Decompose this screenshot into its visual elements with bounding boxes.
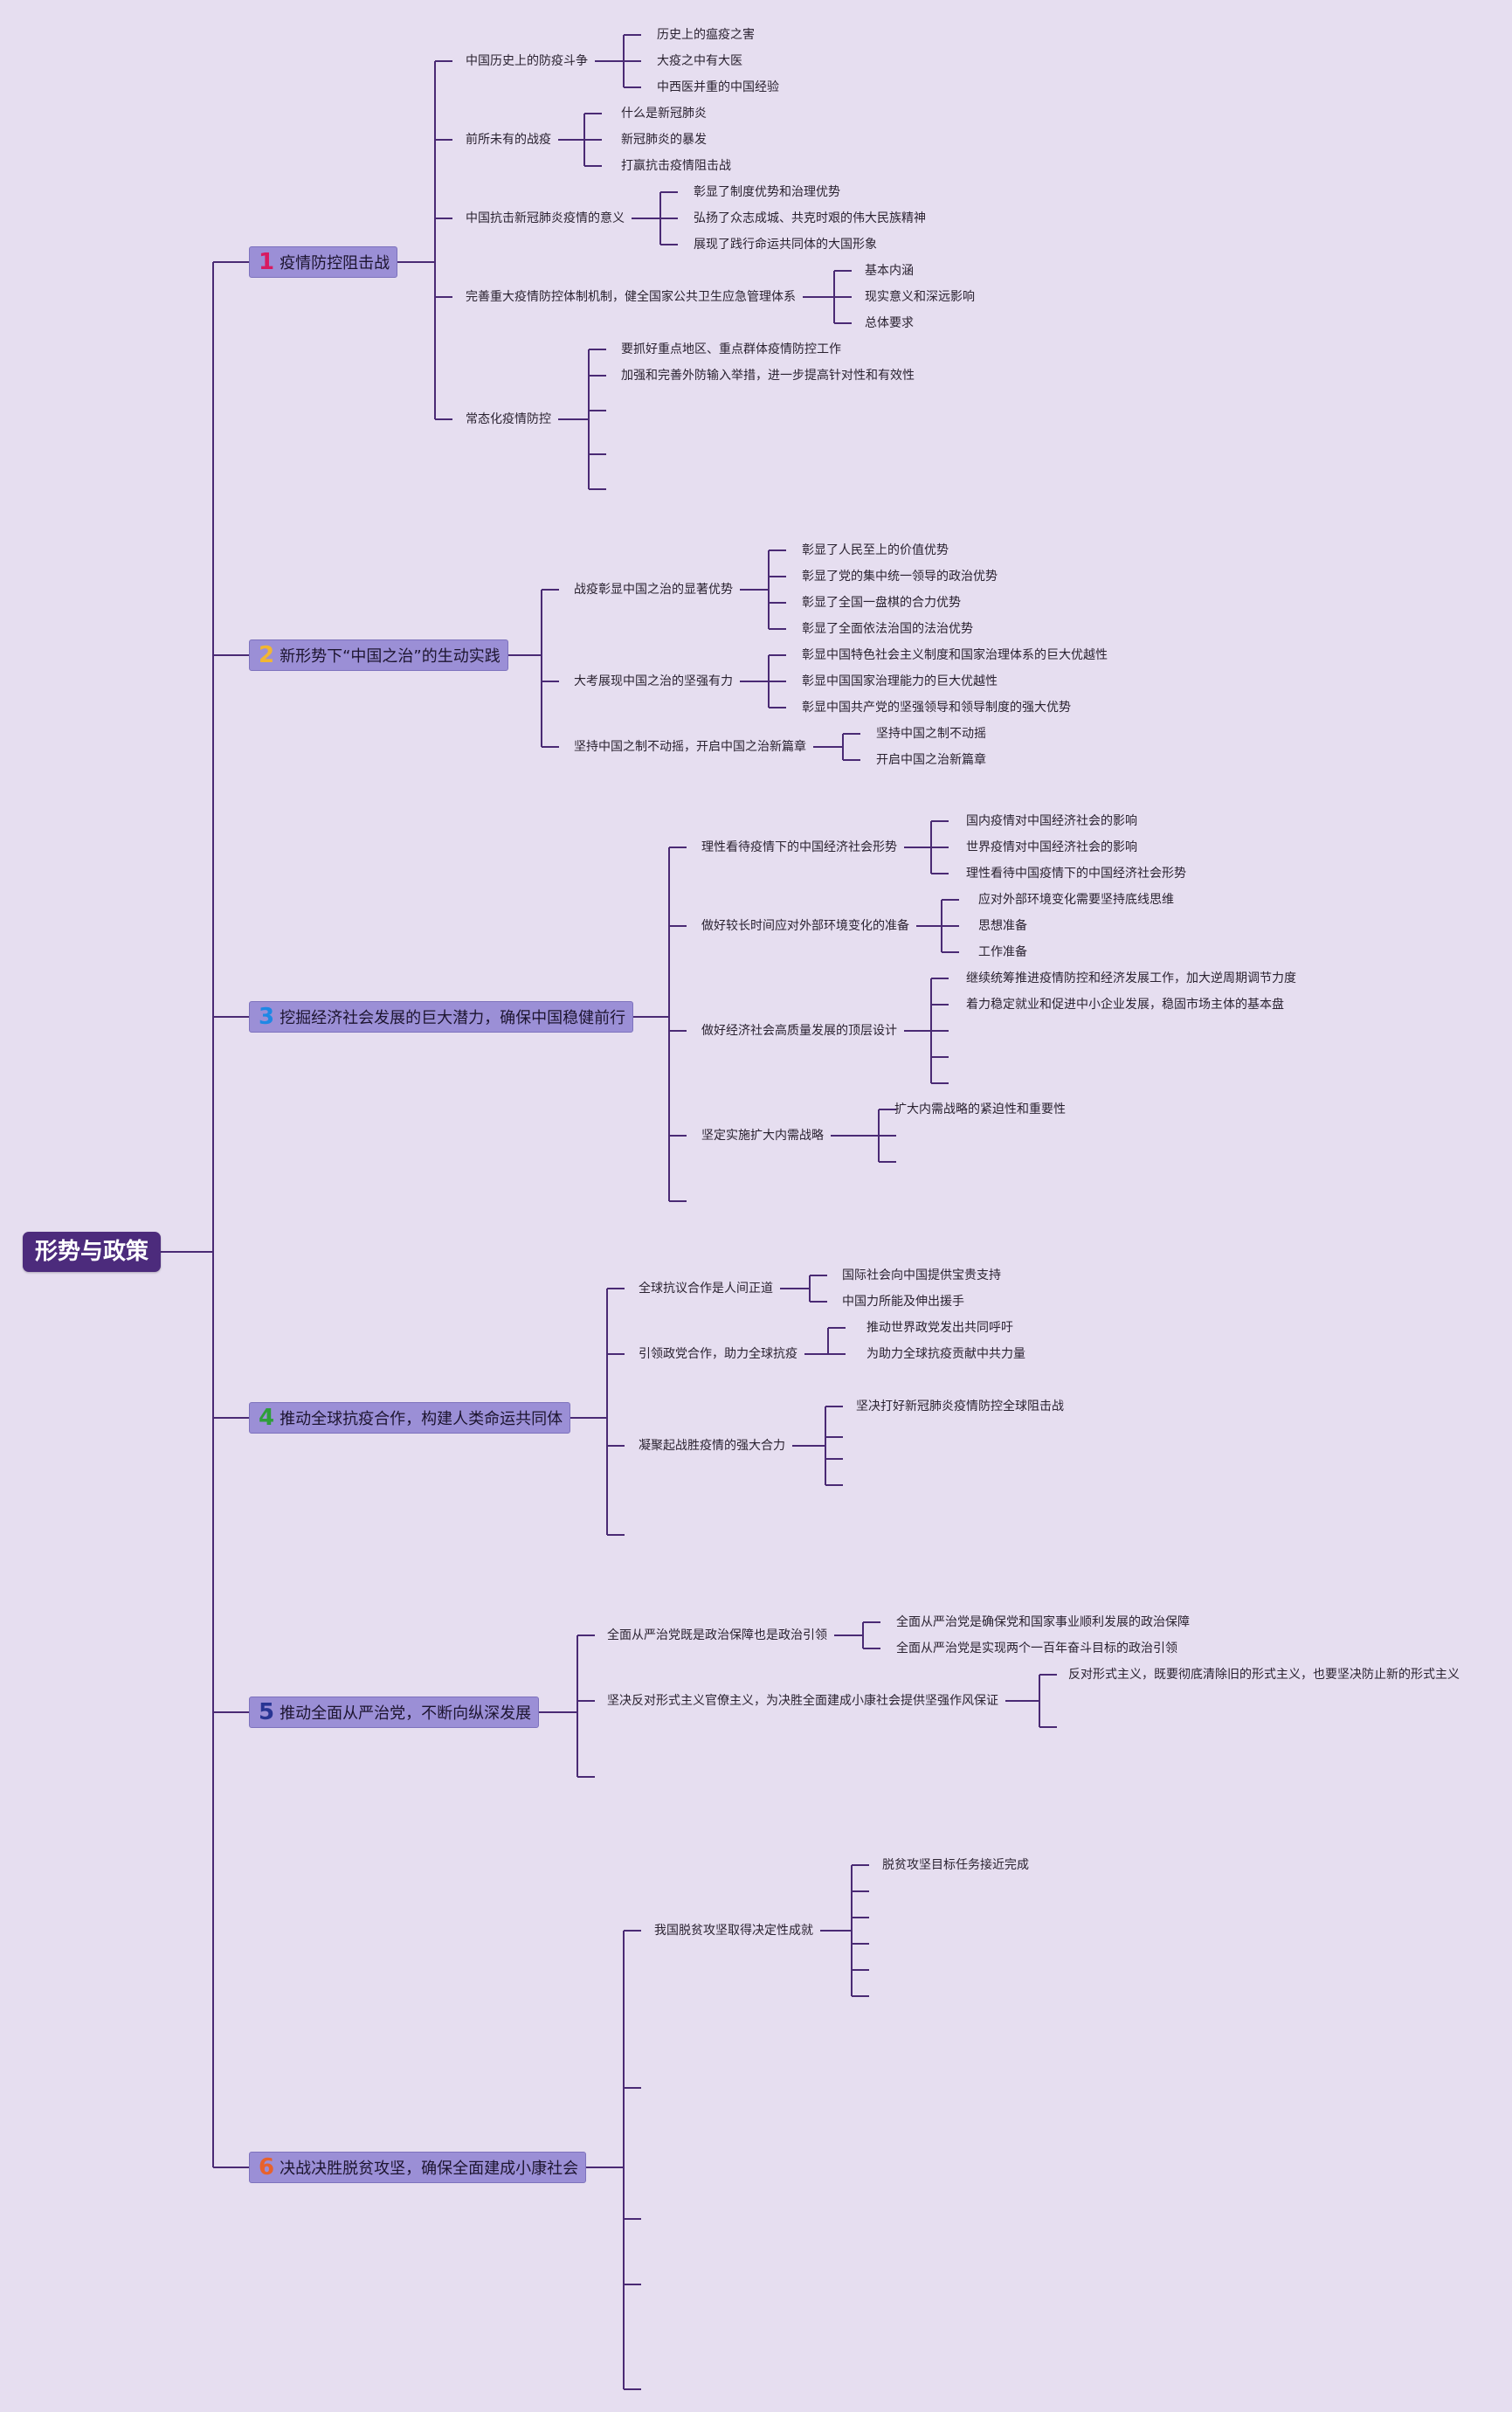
item-label[interactable]: 理性看待中国疫情下的中国经济社会形势 [966, 867, 1186, 881]
section-number: 4 [259, 1405, 275, 1431]
section-label: 推动全球抗疫合作，构建人类命运共同体 [280, 1410, 563, 1428]
section-number: 6 [259, 2154, 275, 2180]
section-node-5[interactable]: 5 推动全面从严治党，不断向纵深发展 [249, 1697, 540, 1728]
item-label[interactable]: 脱贫攻坚目标任务接近完成 [882, 1858, 1029, 1872]
item-label[interactable]: 总体要求 [865, 316, 914, 330]
item-label[interactable]: 反对形式主义，既要彻底清除旧的形式主义，也要坚决防止新的形式主义 [1068, 1668, 1460, 1682]
item-label[interactable]: 要抓好重点地区、重点群体疫情防控工作 [621, 342, 841, 356]
section-label: 新形势下“中国之治”的生动实践 [280, 647, 501, 666]
section-node-3[interactable]: 3 挖掘经济社会发展的巨大潜力，确保中国稳健前行 [249, 1001, 634, 1033]
section-label: 疫情防控阻击战 [280, 254, 390, 273]
item-label[interactable]: 中国力所能及伸出援手 [842, 1295, 964, 1309]
item-label[interactable]: 展现了践行命运共同体的大国形象 [694, 238, 877, 252]
item-label[interactable]: 彰显中国特色社会主义制度和国家治理体系的巨大优越性 [802, 648, 1108, 662]
item-label[interactable]: 彰显了党的集中统一领导的政治优势 [802, 570, 998, 584]
item-label[interactable]: 基本内涵 [865, 264, 914, 278]
topic-label[interactable]: 完善重大疫情防控体制机制，健全国家公共卫生应急管理体系 [466, 290, 796, 304]
topic-label[interactable]: 我国脱贫攻坚取得决定性成就 [654, 1924, 813, 1938]
item-label[interactable]: 现实意义和深远影响 [865, 290, 975, 304]
topic-label[interactable]: 坚决反对形式主义官僚主义，为决胜全面建成小康社会提供坚强作风保证 [607, 1694, 998, 1708]
item-label[interactable]: 继续统筹推进疫情防控和经济发展工作，加大逆周期调节力度 [966, 971, 1296, 985]
item-label[interactable]: 开启中国之治新篇章 [876, 753, 986, 767]
section-node-6[interactable]: 6 决战决胜脱贫攻坚，确保全面建成小康社会 [249, 2152, 587, 2183]
section-number: 1 [259, 249, 275, 275]
item-label[interactable]: 彰显了人民至上的价值优势 [802, 543, 949, 557]
section-number: 3 [259, 1004, 275, 1030]
root-node[interactable]: 形势与政策 [23, 1232, 161, 1272]
section-number: 5 [259, 1699, 275, 1725]
item-label[interactable]: 为助力全球抗疫贡献中共力量 [866, 1347, 1025, 1361]
topic-label[interactable]: 中国历史上的防疫斗争 [466, 54, 588, 68]
item-label[interactable]: 坚决打好新冠肺炎疫情防控全球阻击战 [856, 1400, 1064, 1413]
topic-label[interactable]: 全面从严治党既是政治保障也是政治引领 [607, 1628, 827, 1642]
topic-label[interactable]: 做好经济社会高质量发展的顶层设计 [701, 1024, 897, 1038]
item-label[interactable]: 什么是新冠肺炎 [621, 107, 707, 121]
item-label[interactable]: 全面从严治党是实现两个一百年奋斗目标的政治引领 [896, 1641, 1177, 1655]
item-label[interactable]: 历史上的瘟疫之害 [657, 28, 755, 42]
topic-label[interactable]: 前所未有的战疫 [466, 133, 551, 147]
item-label[interactable]: 推动世界政党发出共同呼吁 [866, 1321, 1013, 1335]
section-node-4[interactable]: 4 推动全球抗疫合作，构建人类命运共同体 [249, 1402, 571, 1434]
topic-label[interactable]: 凝聚起战胜疫情的强大合力 [639, 1439, 785, 1453]
section-number: 2 [259, 642, 275, 668]
topic-label[interactable]: 全球抗议合作是人间正道 [639, 1282, 773, 1296]
topic-label[interactable]: 坚持中国之制不动摇，开启中国之治新篇章 [574, 740, 806, 754]
item-label[interactable]: 扩大内需战略的紧迫性和重要性 [894, 1102, 1066, 1116]
item-label[interactable]: 世界疫情对中国经济社会的影响 [966, 840, 1137, 854]
item-label[interactable]: 彰显了全国一盘棋的合力优势 [802, 596, 961, 610]
item-label[interactable]: 彰显中国国家治理能力的巨大优越性 [802, 674, 998, 688]
item-label[interactable]: 国际社会向中国提供宝贵支持 [842, 1268, 1001, 1282]
section-node-2[interactable]: 2 新形势下“中国之治”的生动实践 [249, 639, 508, 671]
item-label[interactable]: 国内疫情对中国经济社会的影响 [966, 814, 1137, 828]
item-label[interactable]: 坚持中国之制不动摇 [876, 727, 986, 741]
topic-label[interactable]: 战疫彰显中国之治的显著优势 [574, 583, 733, 597]
item-label[interactable]: 大疫之中有大医 [657, 54, 742, 68]
item-label[interactable]: 彰显中国共产党的坚强领导和领导制度的强大优势 [802, 701, 1071, 715]
item-label[interactable]: 应对外部环境变化需要坚持底线思维 [978, 893, 1174, 907]
topic-label[interactable]: 常态化疫情防控 [466, 412, 551, 426]
item-label[interactable]: 彰显了制度优势和治理优势 [694, 185, 840, 199]
topic-label[interactable]: 中国抗击新冠肺炎疫情的意义 [466, 211, 625, 225]
item-label[interactable]: 新冠肺炎的暴发 [621, 133, 707, 147]
topic-label[interactable]: 做好较长时间应对外部环境变化的准备 [701, 919, 909, 933]
section-label: 推动全面从严治党，不断向纵深发展 [280, 1704, 532, 1723]
item-label[interactable]: 打赢抗击疫情阻击战 [621, 159, 731, 173]
topic-label[interactable]: 大考展现中国之治的坚强有力 [574, 674, 733, 688]
item-label[interactable]: 弘扬了众志成城、共克时艰的伟大民族精神 [694, 211, 926, 225]
item-label[interactable]: 着力稳定就业和促进中小企业发展，稳固市场主体的基本盘 [966, 998, 1284, 1012]
topic-label[interactable]: 理性看待疫情下的中国经济社会形势 [701, 840, 897, 854]
topic-label[interactable]: 引领政党合作，助力全球抗疫 [639, 1347, 797, 1361]
topic-label[interactable]: 坚定实施扩大内需战略 [701, 1129, 824, 1143]
item-label[interactable]: 思想准备 [978, 919, 1027, 933]
item-label[interactable]: 彰显了全面依法治国的法治优势 [802, 622, 973, 636]
item-label[interactable]: 工作准备 [978, 945, 1027, 959]
section-label: 决战决胜脱贫攻坚，确保全面建成小康社会 [280, 2160, 579, 2178]
section-label: 挖掘经济社会发展的巨大潜力，确保中国稳健前行 [280, 1009, 626, 1027]
section-node-1[interactable]: 1 疫情防控阻击战 [249, 246, 398, 278]
item-label[interactable]: 中西医并重的中国经验 [657, 80, 779, 94]
item-label[interactable]: 全面从严治党是确保党和国家事业顺利发展的政治保障 [896, 1615, 1190, 1629]
item-label[interactable]: 加强和完善外防输入举措，进一步提高针对性和有效性 [621, 369, 915, 383]
